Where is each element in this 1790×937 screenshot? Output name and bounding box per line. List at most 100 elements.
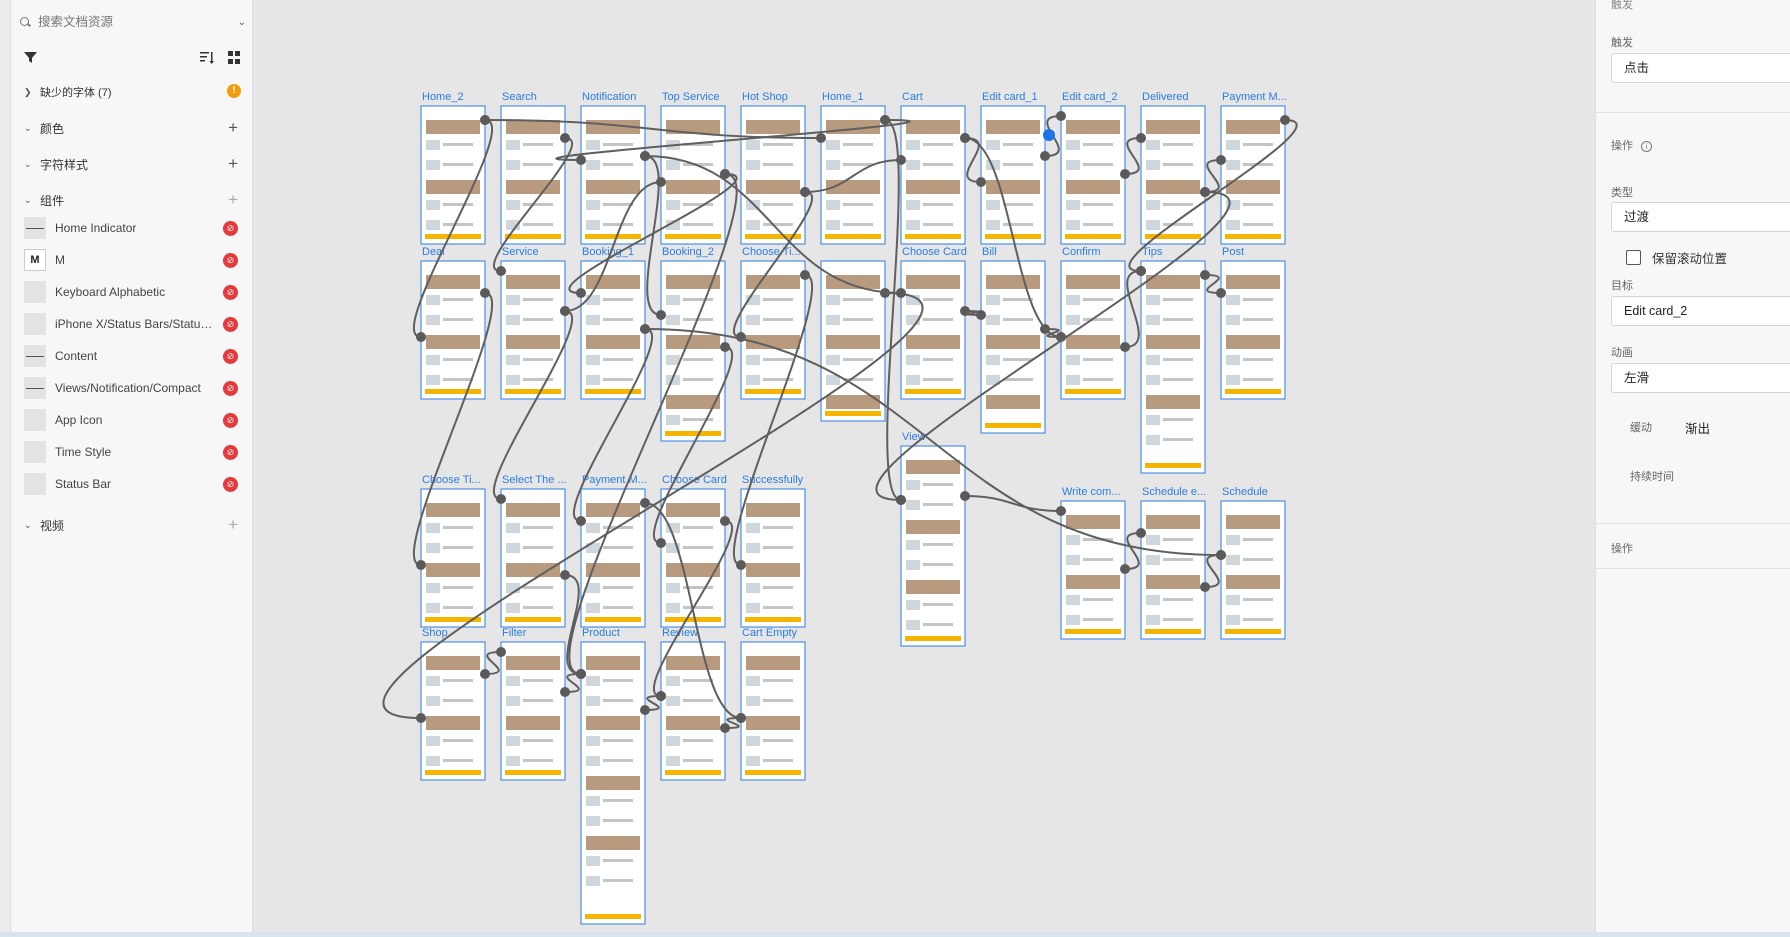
component-item[interactable]: Home Indicator⊘ (24, 214, 246, 242)
artboard-label[interactable]: Bill (982, 246, 997, 258)
broken-link-icon[interactable]: ⊘ (223, 381, 238, 396)
artboard[interactable]: View (900, 431, 966, 647)
link-handle[interactable] (720, 169, 730, 179)
prototype-link-wire[interactable] (1128, 119, 1298, 272)
prototype-link-wire[interactable] (413, 292, 493, 566)
prototype-link-wire[interactable] (875, 191, 1231, 501)
add-color-icon[interactable]: + (228, 118, 238, 137)
link-handle[interactable] (1200, 187, 1210, 197)
link-handle[interactable] (640, 324, 650, 334)
trigger-dropdown[interactable]: 点击 (1611, 53, 1790, 83)
link-handle[interactable] (656, 310, 666, 320)
prototype-link-wire[interactable] (884, 119, 902, 501)
artboard[interactable]: Bill (980, 246, 1046, 434)
artboard[interactable]: Payment M... (580, 474, 647, 628)
selected-link-handle[interactable] (1043, 129, 1055, 141)
link-handle[interactable] (880, 115, 890, 125)
artboard[interactable]: Notification (580, 91, 646, 245)
component-item[interactable]: Status Bar⊘ (24, 470, 246, 498)
missing-fonts-section[interactable]: ❯ 缺少的字体 (7) ! (24, 82, 246, 102)
add-char-style-icon[interactable]: + (228, 154, 238, 173)
artboard-label[interactable]: Write com... (1062, 486, 1120, 498)
prototype-link-wire[interactable] (644, 155, 662, 316)
grid-view-icon[interactable] (228, 51, 241, 64)
broken-link-icon[interactable]: ⊘ (223, 285, 238, 300)
prototype-link-wire[interactable] (644, 155, 902, 294)
artboard-label[interactable]: Confirm (1062, 246, 1101, 258)
artboard-label[interactable]: Product (582, 627, 620, 639)
components-section[interactable]: ⌄ 组件 + (24, 190, 246, 210)
link-handle[interactable] (800, 270, 810, 280)
animation-dropdown[interactable]: 左滑 (1611, 363, 1790, 393)
artboard[interactable]: Home_1 (820, 91, 886, 245)
artboard-label[interactable]: Top Service (662, 91, 719, 103)
link-handle[interactable] (1216, 288, 1226, 298)
link-handle[interactable] (1056, 111, 1066, 121)
prototype-link-wire[interactable] (804, 159, 902, 193)
sort-icon[interactable] (200, 51, 214, 65)
artboard-label[interactable]: Home_2 (422, 91, 464, 103)
artboard[interactable]: Product (580, 627, 646, 925)
prototype-link-wire[interactable] (733, 274, 813, 566)
artboard[interactable]: Post (1220, 246, 1286, 400)
artboard[interactable]: Select The ... (500, 474, 567, 628)
link-handle[interactable] (1136, 528, 1146, 538)
artboard-frame[interactable] (660, 260, 726, 442)
prototype-link-wire[interactable] (492, 137, 574, 272)
artboard[interactable]: Choose Card (900, 246, 967, 400)
prototype-link-wire[interactable] (1124, 137, 1142, 175)
artboard[interactable]: Review (660, 627, 726, 781)
artboard-label[interactable]: Choose Card (902, 246, 967, 258)
link-handle[interactable] (480, 115, 490, 125)
easing-value[interactable]: 渐出 (1685, 422, 1711, 436)
broken-link-icon[interactable]: ⊘ (223, 445, 238, 460)
artboard-label[interactable]: Shop (422, 627, 448, 639)
component-item[interactable]: Views/Notification/Compact⊘ (24, 374, 246, 402)
artboard-label[interactable]: Booking_1 (582, 246, 634, 258)
link-handle[interactable] (1136, 266, 1146, 276)
link-handle[interactable] (496, 494, 506, 504)
link-handle[interactable] (1040, 151, 1050, 161)
artboard[interactable]: Choose Card (660, 474, 727, 628)
link-handle[interactable] (640, 498, 650, 508)
video-section[interactable]: ⌄ 视频 + (24, 515, 246, 535)
prototype-link-wire[interactable] (732, 191, 814, 338)
prototype-link-wire[interactable] (644, 695, 662, 711)
broken-link-icon[interactable]: ⊘ (223, 477, 238, 492)
artboard[interactable]: Service (500, 246, 566, 400)
link-handle[interactable] (656, 177, 666, 187)
prototype-link-wire[interactable] (964, 137, 1062, 338)
artboard-label[interactable]: Booking_2 (662, 246, 714, 258)
link-handle[interactable] (560, 133, 570, 143)
prototype-link-wire[interactable] (484, 651, 502, 675)
link-handle[interactable] (816, 133, 826, 143)
link-handle[interactable] (896, 495, 906, 505)
component-item[interactable]: App Icon⊘ (24, 406, 246, 434)
link-handle[interactable] (656, 538, 666, 548)
artboard[interactable]: Cart (900, 91, 966, 245)
artboard[interactable]: Choose Ti... (740, 246, 806, 400)
link-handle[interactable] (960, 491, 970, 501)
artboard[interactable]: Payment M... (1220, 91, 1287, 245)
artboard[interactable]: Delivered (1140, 91, 1206, 245)
artboard[interactable]: Successfully (740, 474, 806, 628)
link-handle[interactable] (480, 669, 490, 679)
artboard[interactable]: Edit card_2 (1060, 91, 1126, 245)
artboard[interactable]: Deal (420, 246, 486, 400)
broken-link-icon[interactable]: ⊘ (223, 349, 238, 364)
artboard-label[interactable]: Delivered (1142, 91, 1188, 103)
link-handle[interactable] (960, 306, 970, 316)
artboard-label[interactable]: Hot Shop (742, 91, 788, 103)
artboard-label[interactable]: Schedule e... (1142, 486, 1206, 498)
artboard-label[interactable]: Payment M... (1222, 91, 1287, 103)
prototype-link-wire[interactable] (555, 119, 911, 161)
artboard[interactable]: Top Service (660, 91, 726, 245)
filter-icon[interactable] (24, 51, 37, 64)
artboard[interactable]: Confirm (1060, 246, 1126, 400)
prototype-link-wire[interactable] (652, 520, 734, 697)
artboard-label[interactable]: Schedule (1222, 486, 1268, 498)
artboard-label[interactable]: Cart Empty (742, 627, 798, 639)
link-handle[interactable] (720, 516, 730, 526)
